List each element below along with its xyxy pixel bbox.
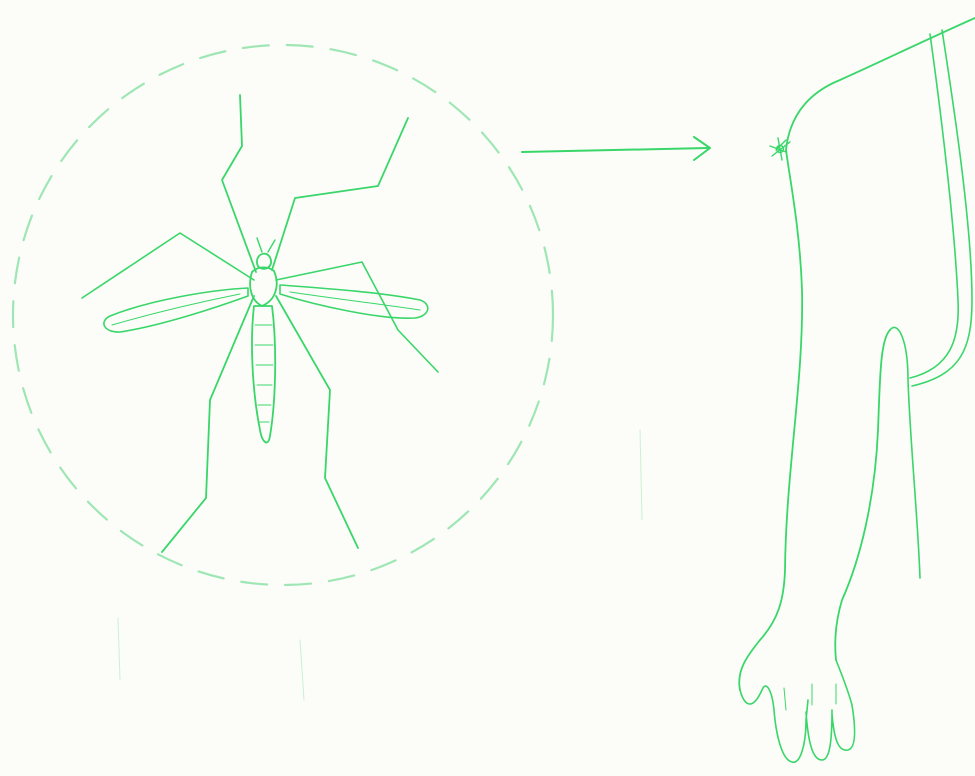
illustration bbox=[0, 0, 975, 772]
background bbox=[0, 0, 975, 772]
diagram-canvas bbox=[0, 0, 975, 772]
